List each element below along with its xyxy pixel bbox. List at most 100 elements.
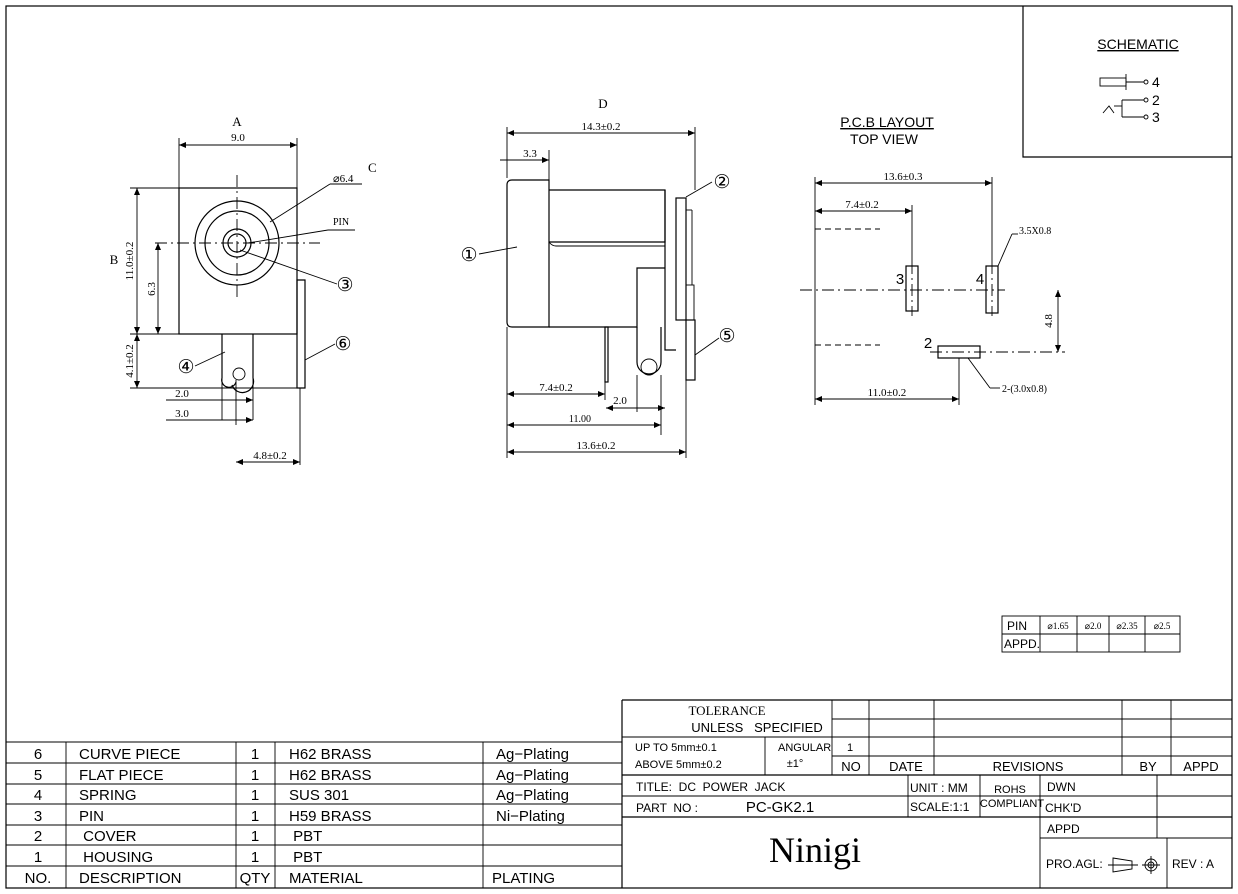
pcb-dim-48: 4.8 bbox=[1043, 314, 1055, 328]
projection-icon bbox=[1108, 856, 1160, 874]
bom-row-2-desc: COVER bbox=[79, 828, 137, 845]
dim-a-diameter: ⌀6.4 bbox=[333, 173, 354, 185]
callout-6: ⑥ bbox=[334, 334, 351, 355]
pcb-title: P.C.B LAYOUT bbox=[840, 114, 934, 130]
front-view-a: A 9.0 ⌀6.4 C PIN ③ ④ ⑥ bbox=[110, 114, 377, 465]
rev-col-no: NO bbox=[841, 759, 861, 774]
pcb-dim-136: 13.6±0.3 bbox=[883, 171, 923, 183]
pad-4-label: 4 bbox=[976, 271, 984, 288]
pin-table-235: ⌀2.35 bbox=[1116, 621, 1138, 631]
bom-row-3-desc: PIN bbox=[79, 808, 104, 825]
part-no-label: PART NO : bbox=[636, 801, 698, 815]
dim-a-height: 11.0±0.2 bbox=[124, 242, 136, 281]
schematic-pin-3: 3 bbox=[1152, 109, 1160, 125]
pcb-dim-pad: 3.5X0.8 bbox=[1019, 226, 1051, 237]
bom-row-4-qty: 1 bbox=[251, 787, 259, 804]
compliant-label: COMPLIANT bbox=[980, 798, 1044, 810]
dim-a-width: 9.0 bbox=[231, 132, 245, 144]
rev-col-appd: APPD bbox=[1183, 759, 1218, 774]
bom-row-6-desc: CURVE PIECE bbox=[79, 746, 180, 763]
pin-table-header-pin: PIN bbox=[1007, 619, 1027, 633]
dim-d-total: 14.3±0.2 bbox=[581, 121, 620, 133]
pin-size-table: PIN ⌀1.65 ⌀2.0 ⌀2.35 ⌀2.5 APPD. bbox=[1001, 615, 1181, 653]
pcb-layout: P.C.B LAYOUT TOP VIEW 13.6±0.3 7.4±0.2 3… bbox=[800, 114, 1065, 405]
pad-3-label: 3 bbox=[896, 271, 904, 288]
tolerance-upto: UP TO 5mm±0.1 bbox=[635, 742, 717, 754]
pad-2-label: 2 bbox=[924, 335, 932, 352]
bom-row-4-material: SUS 301 bbox=[289, 787, 349, 804]
bom-row-2-qty: 1 bbox=[251, 828, 259, 845]
dim-d-74: 7.4±0.2 bbox=[539, 382, 573, 394]
callout-4: ④ bbox=[177, 357, 194, 378]
drawing-title: TITLE: DC POWER JACK bbox=[636, 780, 785, 794]
revision-label: REV : A bbox=[1172, 857, 1214, 871]
bom-header-plating: PLATING bbox=[492, 870, 555, 887]
bom-row-5-no: 5 bbox=[34, 767, 42, 784]
bom-row-1-no: 1 bbox=[34, 849, 42, 866]
bom-row-2-material: PBT bbox=[289, 828, 322, 845]
schematic-box: SCHEMATIC 4 2 3 bbox=[1022, 6, 1232, 158]
pcb-subtitle: TOP VIEW bbox=[850, 131, 919, 147]
callout-3: ③ bbox=[336, 275, 353, 296]
pin-table-25: ⌀2.5 bbox=[1154, 621, 1171, 631]
chkd-label: CHK'D bbox=[1045, 801, 1082, 815]
bom-table: 6 CURVE PIECE 1 H62 BRASS Ag−Plating 5 F… bbox=[6, 700, 623, 888]
tolerance-above: ABOVE 5mm±0.2 bbox=[635, 759, 722, 771]
pcb-dim-110: 11.0±0.2 bbox=[868, 387, 907, 399]
bom-row-6-no: 6 bbox=[34, 746, 42, 763]
bom-row-1-qty: 1 bbox=[251, 849, 259, 866]
bom-row-3-plating: Ni−Plating bbox=[496, 808, 565, 825]
rev-col-revisions: REVISIONS bbox=[993, 759, 1064, 774]
rohs-label: ROHS bbox=[994, 784, 1026, 796]
housing-front bbox=[178, 187, 298, 335]
pcb-dim-slot: 2-(3.0x0.8) bbox=[1002, 384, 1047, 395]
bom-row-5-material: H62 BRASS bbox=[289, 767, 372, 784]
schematic-pin-2: 2 bbox=[1152, 92, 1160, 108]
view-c-label: C bbox=[368, 160, 377, 175]
callout-2: ② bbox=[713, 172, 730, 193]
bom-row-4-no: 4 bbox=[34, 787, 42, 804]
dim-a-30: 3.0 bbox=[175, 408, 189, 420]
bom-row-5-plating: Ag−Plating bbox=[496, 767, 569, 784]
tolerance-unless: UNLESS SPECIFIED bbox=[691, 720, 822, 735]
dim-a-20: 2.0 bbox=[175, 388, 189, 400]
schematic-symbol bbox=[1099, 74, 1149, 120]
part-no-value: PC-GK2.1 bbox=[746, 799, 814, 816]
pin-table-20: ⌀2.0 bbox=[1085, 621, 1102, 631]
bom-row-3-no: 3 bbox=[34, 808, 42, 825]
callout-5: ⑤ bbox=[718, 326, 735, 347]
bom-header-material: MATERIAL bbox=[289, 870, 363, 887]
dim-a-63: 6.3 bbox=[146, 282, 158, 296]
unit-label: UNIT : MM bbox=[910, 781, 968, 795]
bom-row-5-desc: FLAT PIECE bbox=[79, 767, 163, 784]
pin-label: PIN bbox=[333, 217, 349, 228]
bom-row-3-qty: 1 bbox=[251, 808, 259, 825]
tolerance-angular: ANGULAR bbox=[778, 742, 831, 754]
bom-row-6-qty: 1 bbox=[251, 746, 259, 763]
dim-a-41: 4.1±0.2 bbox=[124, 344, 136, 378]
bom-row-6-plating: Ag−Plating bbox=[496, 746, 569, 763]
bom-row-2-no: 2 bbox=[34, 828, 42, 845]
pcb-dim-74: 7.4±0.2 bbox=[845, 199, 879, 211]
revision-no-1: 1 bbox=[847, 742, 853, 754]
schematic-title: SCHEMATIC bbox=[1097, 36, 1178, 52]
tolerance-title: TOLERANCE bbox=[688, 703, 765, 718]
appd-label: APPD bbox=[1047, 822, 1080, 836]
bom-row-4-plating: Ag−Plating bbox=[496, 787, 569, 804]
bom-row-1-desc: HOUSING bbox=[79, 849, 153, 866]
view-b-label: B bbox=[110, 252, 119, 267]
tolerance-angular-value: ±1° bbox=[787, 758, 804, 770]
bom-row-5-qty: 1 bbox=[251, 767, 259, 784]
bom-row-6-material: H62 BRASS bbox=[289, 746, 372, 763]
schematic-pin-4: 4 bbox=[1152, 74, 1160, 90]
dwn-label: DWN bbox=[1047, 780, 1076, 794]
view-a-label: A bbox=[232, 114, 242, 129]
rev-col-by: BY bbox=[1139, 759, 1157, 774]
dim-d-33: 3.3 bbox=[523, 148, 537, 160]
view-d-label: D bbox=[598, 96, 607, 111]
callout-1: ① bbox=[460, 245, 477, 266]
bom-header-no: NO. bbox=[25, 870, 52, 887]
bom-row-3-material: H59 BRASS bbox=[289, 808, 372, 825]
dim-a-48: 4.8±0.2 bbox=[253, 450, 287, 462]
